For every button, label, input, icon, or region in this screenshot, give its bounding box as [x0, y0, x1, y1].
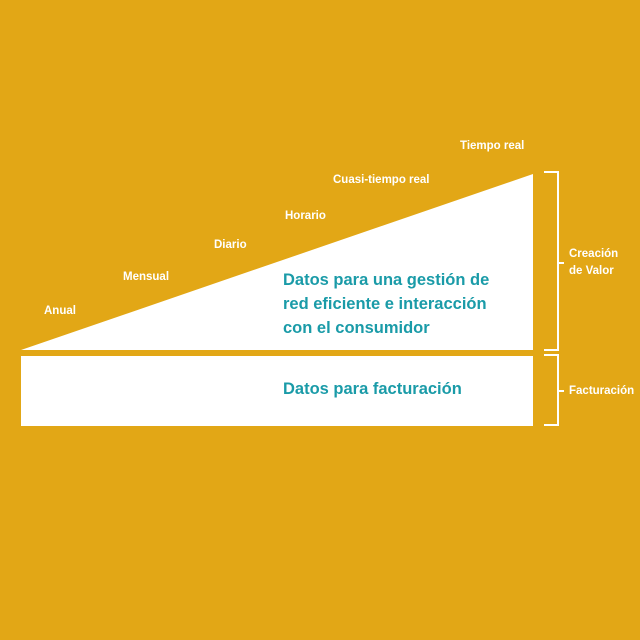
bracket-label-line-1: Creación: [569, 248, 619, 260]
triangle-text-line-1: Datos para una gestión de: [283, 271, 490, 289]
bracket-label-facturacion: Facturación: [569, 383, 634, 400]
triangle-text-line-2: red eficiente e interacción: [283, 295, 487, 313]
bracket-label-line-1: Facturación: [569, 385, 635, 397]
triangle-text-line-3: con el consumidor: [283, 319, 430, 337]
rectangle-text: Datos para facturación: [283, 380, 462, 398]
value-creation-bracket: [544, 171, 564, 351]
bracket-label-line-2: de Valor: [569, 265, 614, 277]
label-anual: Anual: [44, 305, 76, 317]
billing-rectangle: [21, 356, 533, 426]
label-horario: Horario: [285, 210, 326, 222]
triangle-text: Datos para una gestión de red eficiente …: [283, 268, 489, 340]
label-diario: Diario: [214, 239, 247, 251]
label-cuasi-tiempo-real: Cuasi-tiempo real: [333, 174, 430, 186]
label-tiempo-real: Tiempo real: [460, 140, 525, 152]
value-creation-triangle: [21, 174, 533, 350]
billing-bracket: [544, 354, 564, 426]
bracket-label-creacion-de-valor: Creación de Valor: [569, 246, 618, 280]
label-mensual: Mensual: [123, 271, 170, 283]
